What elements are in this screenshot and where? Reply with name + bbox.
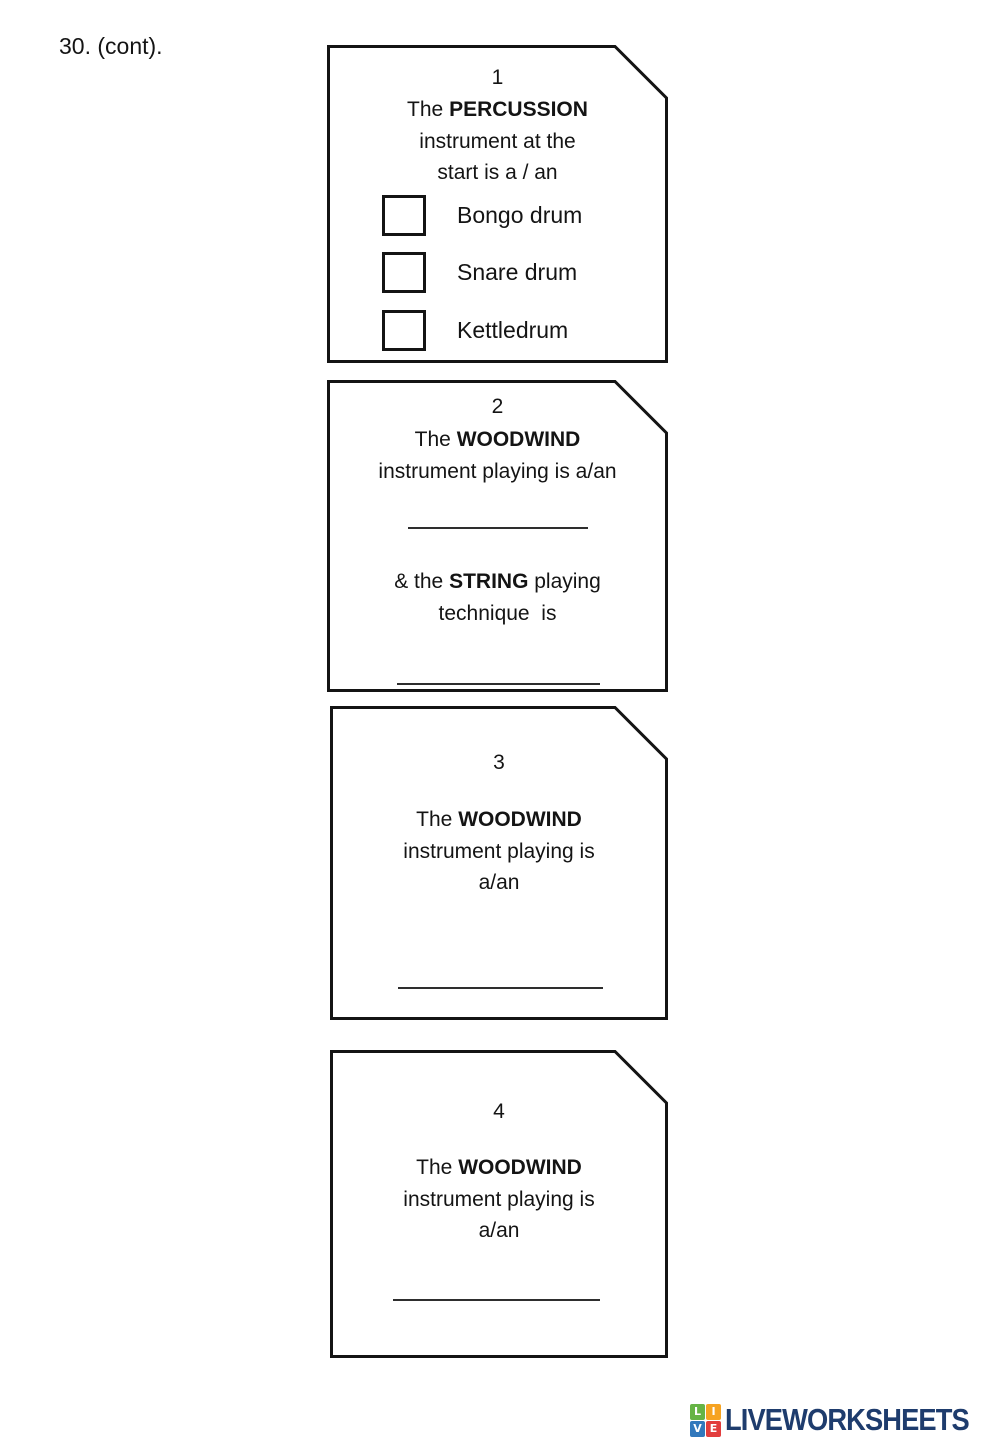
- logo-letter-v: V: [690, 1420, 705, 1437]
- prompt-line: instrument playing is: [403, 1187, 595, 1211]
- prompt-line: The PERCUSSION: [407, 98, 588, 121]
- card-number: 3: [493, 751, 505, 774]
- logo-letter-i: I: [706, 1403, 721, 1420]
- prompt-line: The WOODWIND: [416, 1156, 582, 1179]
- question-card-3: 3 The WOODWIND instrument playing is a/a…: [330, 706, 668, 1020]
- checkbox-kettledrum[interactable]: [382, 310, 426, 351]
- page-heading: 30. (cont).: [59, 33, 163, 59]
- card-prompt: The WOODWIND instrument playing is a/an: [330, 804, 668, 899]
- card-number: 2: [491, 395, 504, 418]
- card-number: 1: [491, 66, 504, 89]
- question-card-2: 2 The WOODWIND instrument playing is a/a…: [327, 380, 668, 692]
- card-prompt: The PERCUSSION instrument at the start i…: [327, 94, 668, 189]
- option-row: Bongo drum: [382, 195, 582, 236]
- prompt-line: a/an: [478, 1219, 520, 1242]
- logo-letter-e: E: [706, 1420, 721, 1437]
- answer-blank-woodwind[interactable]: [408, 527, 588, 529]
- question-card-4: 4 The WOODWIND instrument playing is a/a…: [330, 1050, 668, 1358]
- card-note-shape: [330, 1050, 668, 1358]
- checkbox-snare-drum[interactable]: [382, 252, 426, 293]
- prompt-line: instrument playing is: [403, 839, 595, 863]
- option-label: Bongo drum: [457, 202, 583, 228]
- option-label: Snare drum: [457, 259, 578, 285]
- prompt-line: instrument playing is a/an: [378, 459, 617, 483]
- option-label: Kettledrum: [457, 317, 569, 343]
- answer-blank-woodwind[interactable]: [393, 1299, 600, 1301]
- prompt-line: a/an: [478, 871, 520, 894]
- card-prompt-second: & the STRING playing technique is: [327, 566, 668, 629]
- liveworksheets-grid-icon: L I V E: [690, 1403, 721, 1437]
- question-card-1: 1 The PERCUSSION instrument at the start…: [327, 45, 668, 363]
- option-row: Snare drum: [382, 252, 577, 293]
- prompt-line: The WOODWIND: [414, 428, 581, 451]
- prompt-line: start is a / an: [437, 161, 558, 184]
- card-prompt: The WOODWIND instrument playing is a/an: [330, 1152, 668, 1247]
- card-prompt: The WOODWIND instrument playing is a/an: [327, 424, 668, 487]
- prompt-line: technique is: [438, 601, 557, 625]
- prompt-line: & the STRING playing: [394, 570, 601, 593]
- prompt-line: The WOODWIND: [416, 808, 582, 831]
- card-note-shape: [330, 706, 668, 1020]
- prompt-line: instrument at the: [419, 129, 576, 153]
- answer-blank-woodwind[interactable]: [398, 987, 603, 989]
- card-note-shape: [327, 380, 668, 692]
- brand-wordmark: LIVEWORKSHEETS: [725, 1402, 970, 1437]
- logo-letter-l: L: [690, 1403, 705, 1420]
- checkbox-bongo-drum[interactable]: [382, 195, 426, 236]
- option-row: Kettledrum: [382, 310, 568, 351]
- liveworksheets-logo: L I V E LIVEWORKSHEETS: [690, 1400, 1000, 1440]
- answer-blank-string-technique[interactable]: [397, 683, 600, 685]
- card-number: 4: [493, 1100, 505, 1123]
